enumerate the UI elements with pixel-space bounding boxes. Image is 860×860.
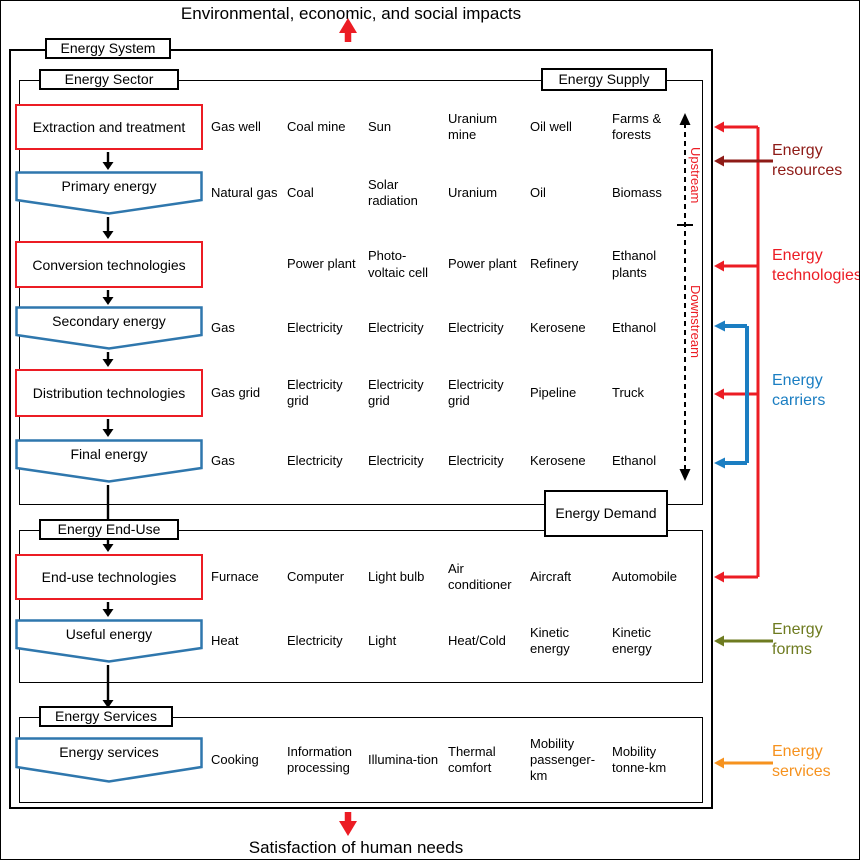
flow-step-secondary-energy: Secondary energy — [15, 306, 203, 350]
energy-system-label: Energy System — [45, 38, 171, 59]
energy-resources-arrow — [714, 155, 773, 167]
item-cell: Electricity — [368, 452, 424, 468]
energy-sector-label: Energy Sector — [39, 69, 179, 90]
item-cell: Electricity — [287, 632, 343, 648]
flow-step-end-use-technologies: End-use technologies — [15, 554, 203, 600]
item-cell: Air conditioner — [448, 560, 512, 592]
energy-end-use-label: Energy End-Use — [39, 519, 179, 540]
item-cell: Light — [368, 632, 397, 648]
flow-step-primary-energy: Primary energy — [15, 171, 203, 215]
item-cell: Electricity grid — [287, 376, 343, 408]
item-cell: Sun — [368, 118, 392, 134]
item-cell: Electricity — [368, 319, 424, 335]
item-cell: Heat/Cold — [448, 632, 506, 648]
item-cell: Computer — [287, 568, 345, 584]
item-cell: Power plant — [448, 256, 517, 272]
item-cell: Electricity — [287, 319, 343, 335]
item-cell: Oil — [530, 184, 546, 200]
item-cell — [211, 241, 285, 288]
energy-forms-arrow — [714, 635, 773, 647]
item-cell: Kerosene — [530, 452, 586, 468]
item-cell: Uranium mine — [448, 110, 498, 142]
item-cell: Gas — [211, 319, 235, 335]
energy-end-use-box — [19, 530, 703, 683]
energy-carriers-bracket — [714, 320, 749, 469]
item-cell: Furnace — [211, 568, 259, 584]
item-cell: Kerosene — [530, 319, 586, 335]
item-cell: Ethanol plants — [612, 248, 657, 280]
needs-banner: Satisfaction of human needs — [248, 838, 464, 857]
flow-step-useful-energy: Useful energy — [15, 619, 203, 663]
item-cell: Gas well — [211, 118, 261, 134]
item-cell: Kinetic energy — [530, 624, 570, 656]
flow-step-energy-services: Energy services — [15, 737, 203, 783]
impacts-banner: Environmental, economic, and social impa… — [180, 4, 522, 23]
flow-step-label: Energy services — [59, 744, 159, 760]
energy-carriers-label: Energy carriers — [772, 372, 826, 409]
item-cell: Electricity — [448, 452, 504, 468]
item-cell: Truck — [612, 384, 645, 400]
item-cell: Cooking — [211, 751, 259, 767]
flow-step-label: Useful energy — [65, 626, 153, 642]
item-cell: Coal — [287, 184, 314, 200]
item-cell: Power plant — [287, 256, 356, 272]
flow-step-final-energy: Final energy — [15, 439, 203, 483]
item-cell: Gas — [211, 452, 235, 468]
flow-step-conversion-technologies: Conversion technologies — [15, 241, 203, 288]
item-cell: Electricity — [287, 452, 343, 468]
item-cell: Thermal comfort — [448, 743, 496, 775]
energy-demand-label: Energy Demand — [544, 490, 668, 537]
item-cell: Light bulb — [368, 568, 425, 584]
item-cell: Mobility passenger-km — [530, 735, 596, 784]
upstream-label: Upstream — [688, 147, 703, 204]
item-cell: Kinetic energy — [612, 624, 652, 656]
item-cell: Gas grid — [211, 384, 261, 400]
item-cell: Natural gas — [211, 184, 278, 200]
item-cell: Oil well — [530, 118, 572, 134]
item-cell: Coal mine — [287, 118, 346, 134]
item-cell: Ethanol — [612, 319, 657, 335]
item-cell: Photo-voltaic cell — [368, 248, 428, 280]
item-cell: Illumina-tion — [368, 751, 439, 767]
energy-forms-label: Energy forms — [772, 621, 823, 658]
item-cell: Ethanol — [612, 452, 657, 468]
item-cell: Pipeline — [530, 384, 577, 400]
item-cell: Electricity grid — [448, 376, 504, 408]
downstream-label: Downstream — [688, 285, 703, 358]
item-cell: Solar radiation — [368, 176, 418, 208]
energy-technologies-bracket — [714, 121, 760, 583]
flow-step-distribution-technologies: Distribution technologies — [15, 369, 203, 417]
flow-step-label: Secondary energy — [52, 313, 166, 329]
item-cell: Biomass — [612, 184, 662, 200]
item-cell: Electricity — [448, 319, 504, 335]
item-cell: Automobile — [612, 568, 678, 584]
item-cell: Farms & forests — [612, 110, 662, 142]
energy-system-box — [9, 49, 713, 809]
item-cell: Uranium — [448, 184, 498, 200]
item-cell: Information processing — [287, 743, 353, 775]
energy-services-label: Energy Services — [39, 706, 173, 727]
item-cell: Electricity grid — [368, 376, 424, 408]
flow-step-extraction-and-treatment: Extraction and treatment — [15, 104, 203, 150]
energy-services-side-label: Energy services — [772, 743, 831, 780]
item-cell: Mobility tonne-km — [612, 743, 667, 775]
flow-step-label: Final energy — [70, 446, 148, 462]
needs-down-arrow — [339, 812, 357, 836]
energy-supply-label: Energy Supply — [541, 68, 667, 91]
flow-step-label: Primary energy — [61, 178, 157, 194]
item-cell: Aircraft — [530, 568, 572, 584]
energy-services-arrow — [714, 757, 773, 769]
item-cell: Heat — [211, 632, 239, 648]
energy-technologies-label: Energy technologies — [772, 247, 860, 284]
energy-resources-label: Energy resources — [772, 142, 843, 179]
energy-sector-box — [19, 80, 703, 505]
item-cell: Refinery — [530, 256, 579, 272]
